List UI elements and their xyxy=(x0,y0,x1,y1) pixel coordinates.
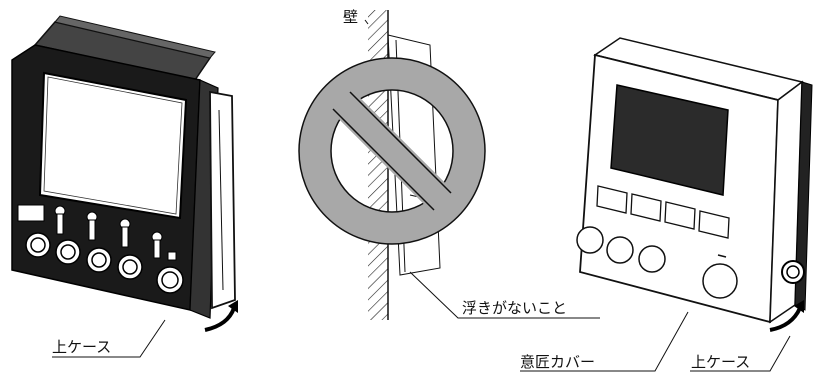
label-wall: 壁 xyxy=(343,8,358,26)
label-no-gap: 浮きがないこと xyxy=(462,299,567,317)
label-upper-case-right: 上ケース xyxy=(691,353,750,371)
label-upper-case-left: 上ケース xyxy=(52,338,111,356)
prohibited-icon xyxy=(298,57,486,245)
left-upper-case-illustration xyxy=(11,15,238,358)
label-design-cover: 意匠カバー xyxy=(520,353,595,371)
right-design-cover-illustration xyxy=(520,37,813,372)
